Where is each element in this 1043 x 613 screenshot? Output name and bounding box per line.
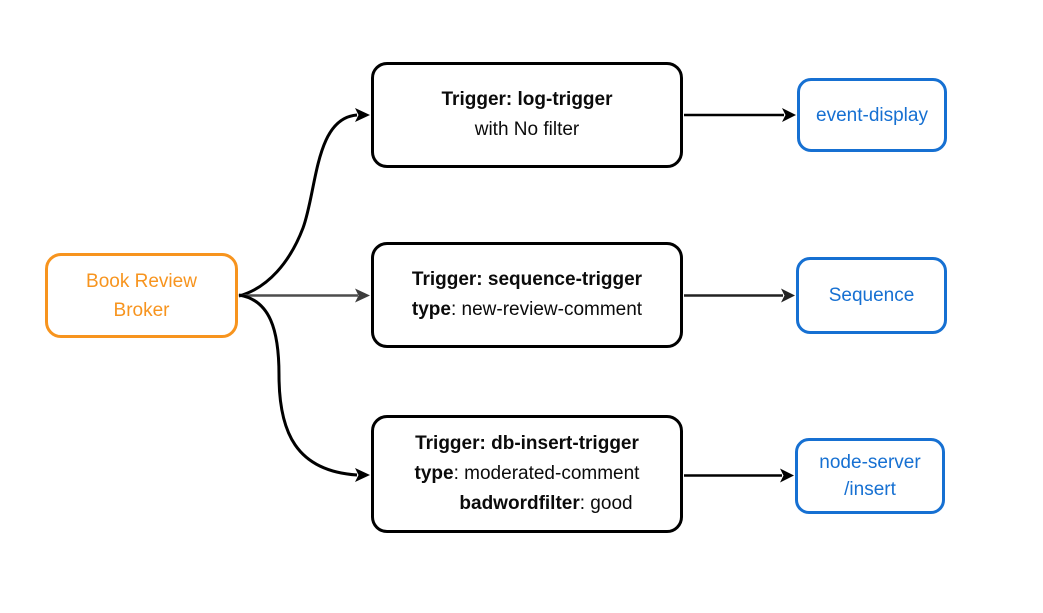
edge-broker-to-db-insert-trigger — [238, 293, 358, 477]
trigger-node-sequence-trigger: Trigger: sequence-trigger type: new-revi… — [371, 242, 683, 348]
trigger-detail-key: badwordfilter — [459, 493, 580, 514]
trigger-title: Trigger: db-insert-trigger — [415, 433, 639, 454]
trigger-detail-value: : good — [579, 493, 633, 514]
arrowhead-db-insert-trigger — [355, 468, 370, 482]
sink-label-line2: /insert — [844, 479, 896, 500]
sink-node-sequence: Sequence — [796, 257, 947, 334]
sink-label-line1: node-server — [819, 452, 921, 473]
sink-label: Sequence — [828, 285, 915, 306]
arrowhead-event-display — [782, 108, 796, 122]
trigger-detail-key: type — [414, 463, 454, 484]
trigger-detail: with No filter — [475, 115, 580, 145]
sink-label: event-display — [816, 104, 928, 126]
trigger-detail-value: : new-review-comment — [450, 299, 643, 320]
trigger-detail: type: moderated-comment — [415, 459, 640, 489]
trigger-title: Trigger: sequence-trigger — [411, 269, 643, 290]
trigger-detail-value: : moderated-comment — [453, 463, 640, 484]
trigger-title: Trigger: log-trigger — [441, 89, 613, 110]
trigger-node-log-trigger: Trigger: log-trigger with No filter — [371, 62, 683, 168]
arrowhead-sequence — [781, 288, 795, 303]
trigger-detail-key: type — [411, 299, 451, 320]
broker-label-line1: Book Review — [86, 270, 197, 292]
trigger-detail: badwordfilter: good — [459, 489, 632, 519]
trigger-detail-value: with No filter — [474, 119, 580, 140]
arrowhead-sequence-trigger — [355, 288, 370, 303]
arrowhead-log-trigger — [355, 108, 370, 122]
trigger-node-db-insert-trigger: Trigger: db-insert-trigger type: moderat… — [371, 415, 683, 533]
edge-broker-to-log-trigger — [238, 113, 358, 298]
broker-label-line2: Broker — [113, 299, 170, 321]
broker-node: Book Review Broker — [45, 253, 238, 338]
sink-node-event-display: event-display — [797, 78, 947, 152]
arrowhead-node-server — [780, 468, 794, 483]
trigger-detail: type: new-review-comment — [412, 295, 642, 325]
sink-node-node-server-insert: node-server /insert — [795, 438, 945, 514]
